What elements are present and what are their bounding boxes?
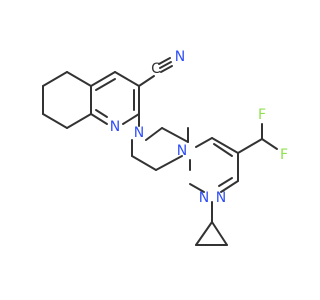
fluorine-right-label: F (280, 147, 288, 163)
pyridine-ring (90, 71, 140, 125)
quinoline-nitrogen-label: N (110, 119, 120, 135)
nitrile-group (138, 57, 173, 87)
piperazine-nitrogen-right-label: N (177, 143, 187, 159)
nitrile-carbon-label: C (151, 61, 161, 77)
difluoromethyl-group (237, 123, 278, 154)
pyrimidine-nitrogen-top-label: N (216, 190, 226, 206)
pyrimidine-nitrogen-bottom-label: N (199, 190, 209, 206)
molecule-structure: N C N N N N N F F (42, 49, 288, 246)
cyclohexane-ring (42, 71, 92, 129)
piperazine-nitrogen-left-label: N (134, 125, 144, 141)
cyclopropyl-group (195, 201, 228, 246)
fluorine-left-label: F (258, 107, 266, 123)
piperazine-ring (131, 113, 189, 171)
nitrile-nitrogen-label: N (175, 49, 185, 65)
pyrimidine-ring (189, 137, 239, 193)
